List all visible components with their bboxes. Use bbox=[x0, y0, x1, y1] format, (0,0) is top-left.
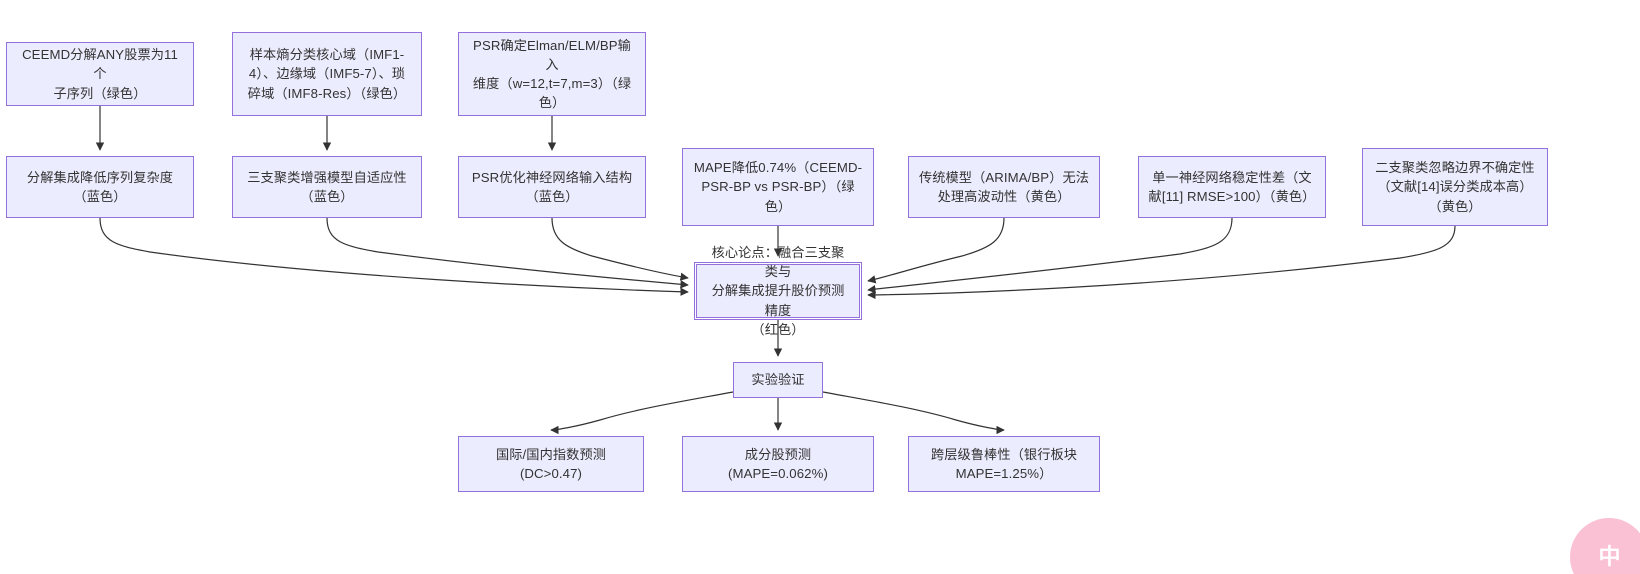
edge-validation-to-index bbox=[550, 391, 734, 435]
edge-input-to-core bbox=[551, 217, 689, 281]
edge-twoway-to-core bbox=[867, 225, 1456, 300]
edge-traditional-to-core bbox=[867, 217, 1005, 284]
node-gap-two-way[interactable]: 二支聚类忽略边界不确定性 （文献[14]误分类成本高） （黄色） bbox=[1362, 148, 1548, 226]
watermark-badge: 中 bbox=[1570, 518, 1640, 574]
node-result-stock-label: 成分股预测 (MAPE=0.062%) bbox=[728, 446, 828, 481]
node-core-claim[interactable]: 核心论点：融合三支聚类与 分解集成提升股价预测精度 （红色） bbox=[694, 245, 862, 337]
edge-adaptive-to-core bbox=[326, 217, 689, 289]
node-result-robust[interactable]: 跨层级鲁棒性（银行板块 MAPE=1.25%） bbox=[908, 436, 1100, 492]
node-claim-complexity[interactable]: 分解集成降低序列复杂度 （蓝色） bbox=[6, 156, 194, 218]
node-validation-label: 实验验证 bbox=[751, 372, 805, 388]
node-core-claim-label: 核心论点：融合三支聚类与 分解集成提升股价预测精度 （红色） bbox=[711, 245, 845, 337]
node-premise-entropy-label: 样本熵分类核心域（IMF1- 4）、边缘域（IMF5-7）、琐 碎域（IMF8-… bbox=[247, 47, 407, 101]
edge-complexity-to-core bbox=[99, 217, 689, 296]
node-gap-single-nn-label: 单一神经网络稳定性差（文 献[11] RMSE>100）（黄色） bbox=[1148, 169, 1316, 204]
node-claim-input-label: PSR优化神经网络输入结构 （蓝色） bbox=[471, 169, 633, 204]
node-evidence-mape[interactable]: MAPE降低0.74%（CEEMD- PSR-BP vs PSR-BP）（绿 色… bbox=[682, 148, 874, 226]
edge-singlenn-to-core bbox=[867, 217, 1233, 294]
node-premise-psr[interactable]: PSR确定Elman/ELM/BP输入 维度（w=12,t=7,m=3）（绿 色… bbox=[458, 32, 646, 116]
node-claim-input[interactable]: PSR优化神经网络输入结构 （蓝色） bbox=[458, 156, 646, 218]
node-result-stock[interactable]: 成分股预测 (MAPE=0.062%) bbox=[682, 436, 874, 492]
node-evidence-mape-label: MAPE降低0.74%（CEEMD- PSR-BP vs PSR-BP）（绿 色… bbox=[693, 160, 863, 214]
node-gap-two-way-label: 二支聚类忽略边界不确定性 （文献[14]误分类成本高） （黄色） bbox=[1375, 160, 1535, 214]
node-gap-single-nn[interactable]: 单一神经网络稳定性差（文 献[11] RMSE>100）（黄色） bbox=[1138, 156, 1326, 218]
node-premise-entropy[interactable]: 样本熵分类核心域（IMF1- 4）、边缘域（IMF5-7）、琐 碎域（IMF8-… bbox=[232, 32, 422, 116]
node-validation[interactable]: 实验验证 bbox=[733, 362, 823, 398]
node-claim-complexity-label: 分解集成降低序列复杂度 （蓝色） bbox=[26, 169, 174, 204]
node-result-index[interactable]: 国际/国内指数预测 (DC>0.47) bbox=[458, 436, 644, 492]
node-claim-adaptive[interactable]: 三支聚类增强模型自适应性 （蓝色） bbox=[232, 156, 422, 218]
node-gap-traditional[interactable]: 传统模型（ARIMA/BP）无法 处理高波动性（黄色） bbox=[908, 156, 1100, 218]
node-premise-psr-label: PSR确定Elman/ELM/BP输入 维度（w=12,t=7,m=3）（绿 色… bbox=[472, 37, 632, 111]
watermark-text: 中 bbox=[1598, 544, 1620, 569]
node-claim-adaptive-label: 三支聚类增强模型自适应性 （蓝色） bbox=[247, 169, 407, 204]
node-premise-ceemd-label: CEEMD分解ANY股票为11个 子序列（绿色） bbox=[22, 47, 178, 101]
node-result-robust-label: 跨层级鲁棒性（银行板块 MAPE=1.25%） bbox=[930, 446, 1078, 481]
node-result-index-label: 国际/国内指数预测 (DC>0.47) bbox=[495, 446, 607, 481]
edge-validation-to-robust bbox=[822, 391, 1005, 435]
node-premise-ceemd[interactable]: CEEMD分解ANY股票为11个 子序列（绿色） bbox=[6, 42, 194, 106]
node-gap-traditional-label: 传统模型（ARIMA/BP）无法 处理高波动性（黄色） bbox=[918, 169, 1090, 204]
